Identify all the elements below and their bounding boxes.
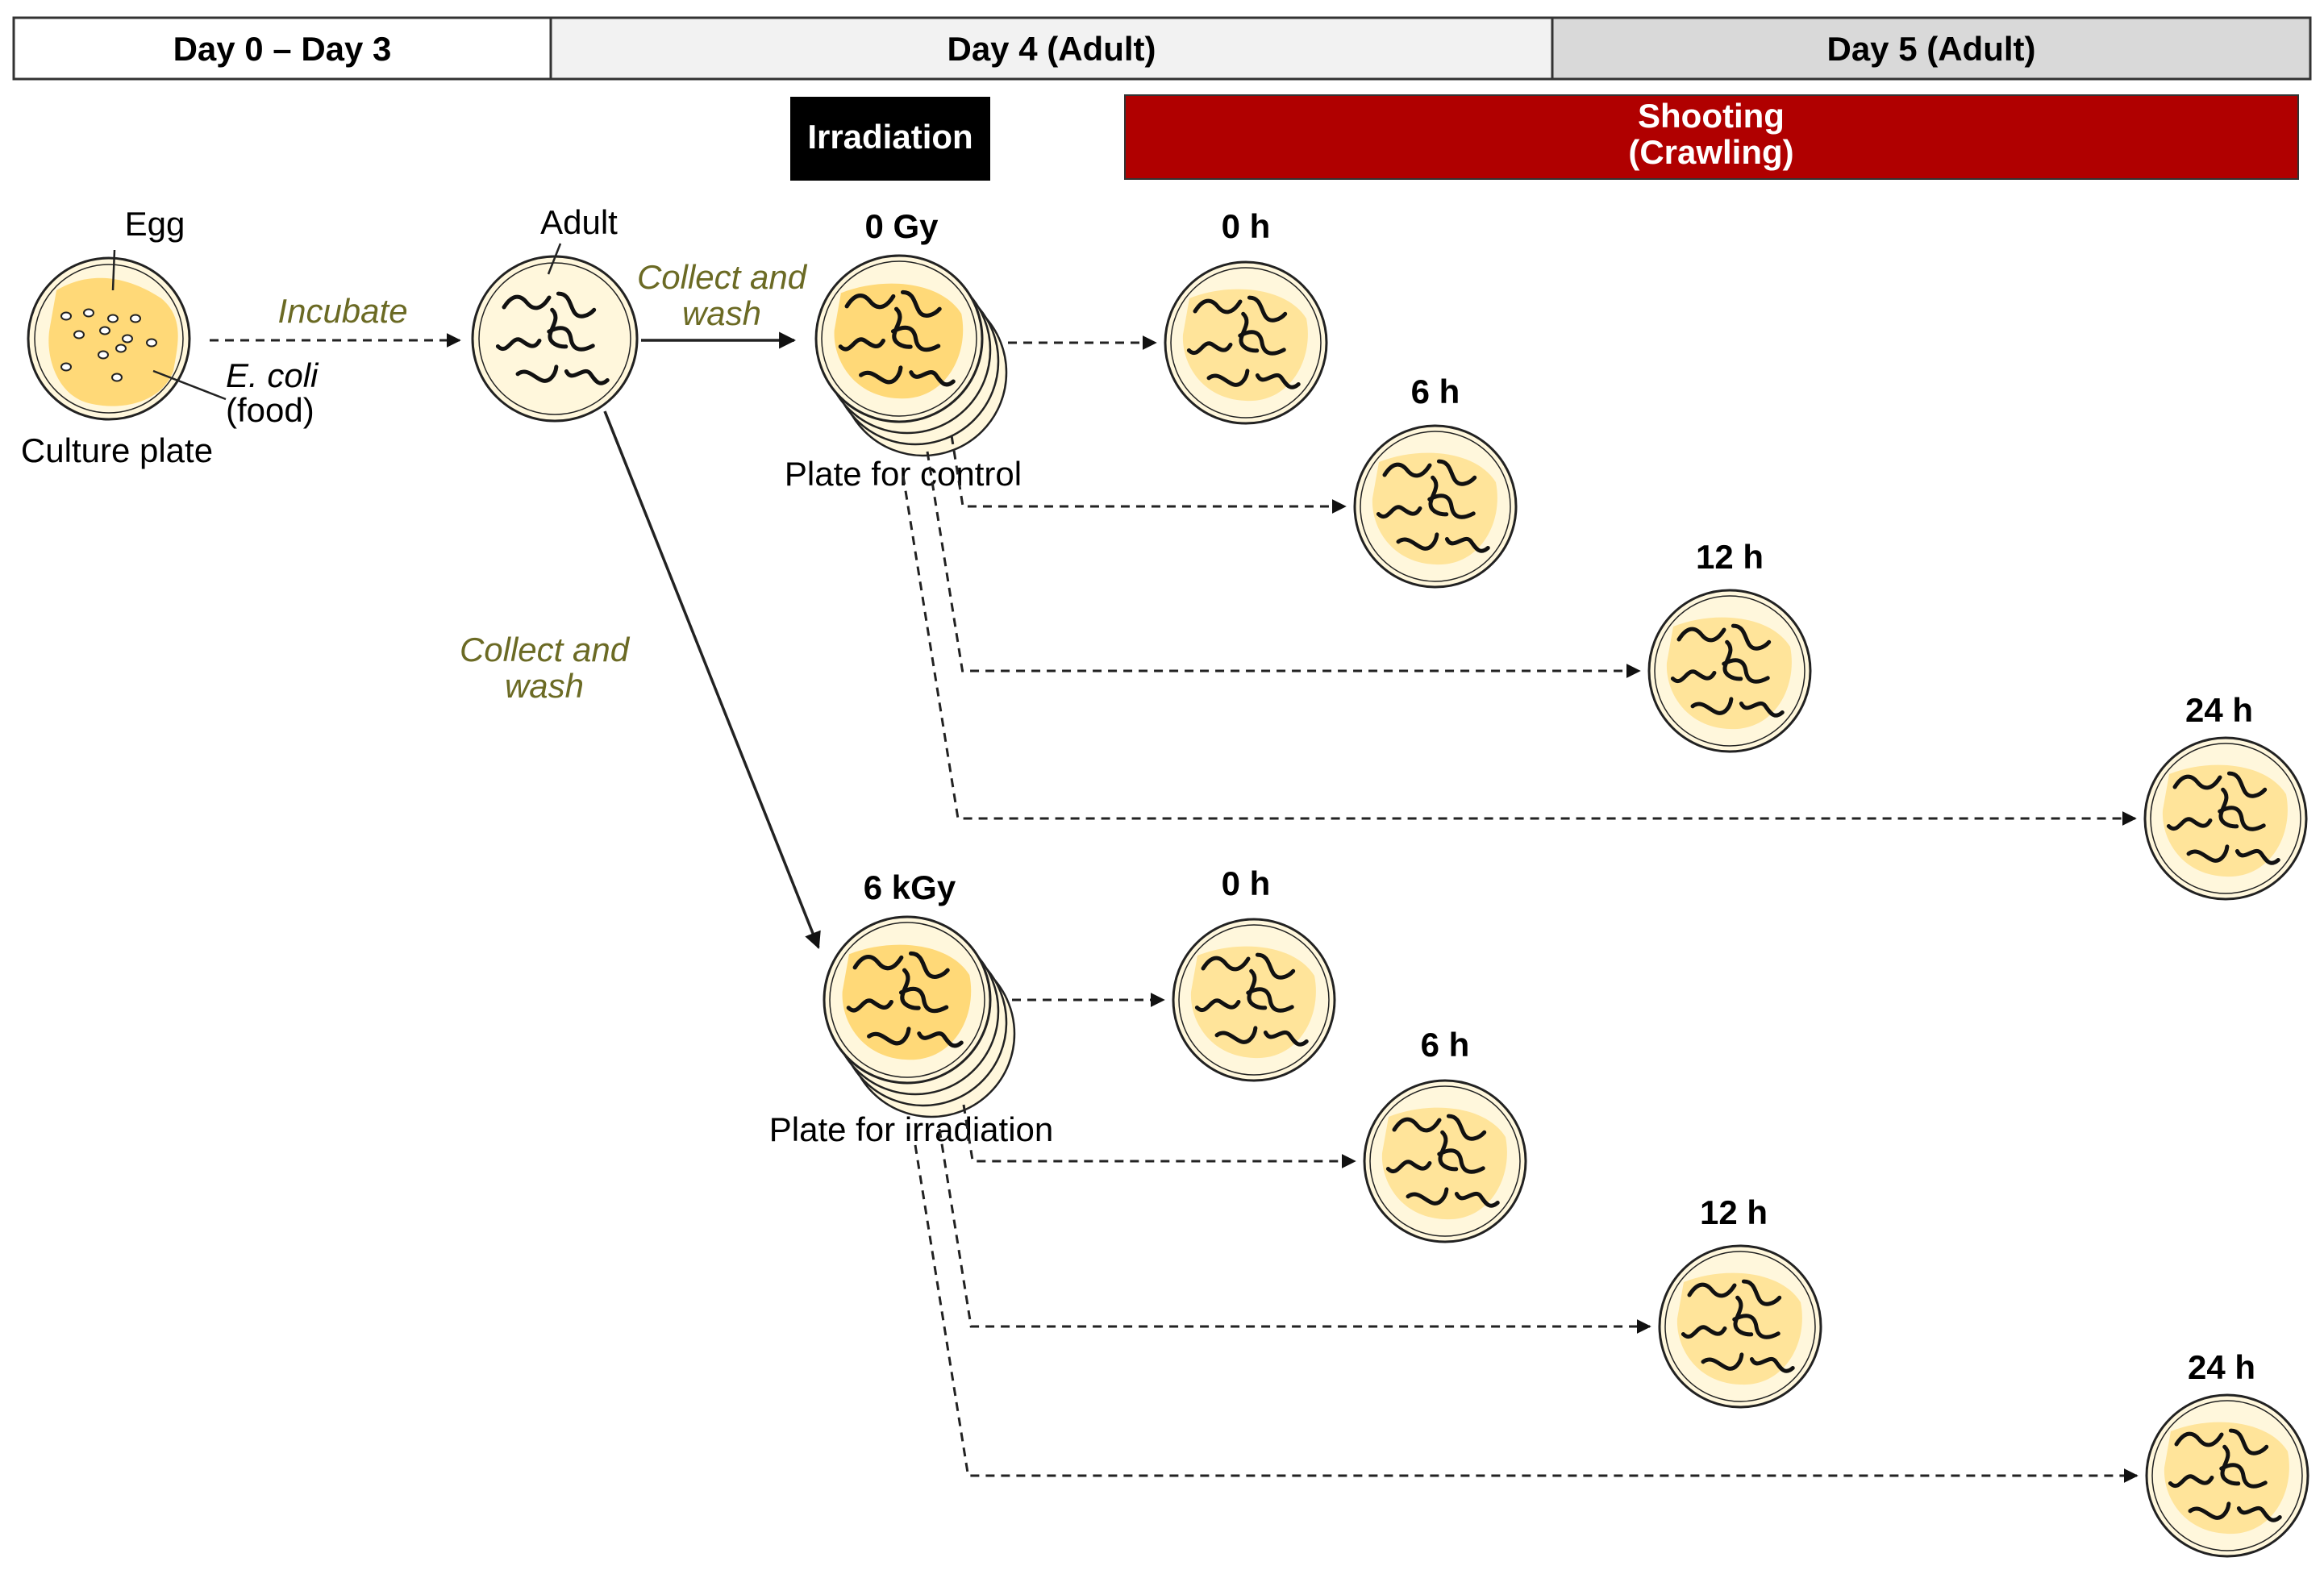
control-timepoint-plate-1 (1353, 424, 1518, 589)
control-time-label-0: 0 h (1222, 207, 1271, 245)
shooting-label: Shooting (1638, 97, 1785, 135)
irradiation-time-label-0: 0 h (1222, 864, 1271, 902)
irradiation-time-label-1: 6 h (1421, 1026, 1470, 1064)
control-time-label-1: 6 h (1411, 373, 1460, 410)
irradiation-timepoint-plate-2 (1658, 1244, 1822, 1409)
shooting-box (1124, 94, 2299, 180)
timeline-day5-label: Day 5 (Adult) (1826, 30, 2035, 68)
irradiation-time-label-3: 24 h (2188, 1348, 2255, 1386)
irradiation-timepoint-plate-1 (1363, 1079, 1527, 1243)
collect-top-label-1: Collect and (637, 258, 808, 296)
adult-plate (471, 243, 639, 423)
irradiation-label: Irradiation (807, 118, 972, 156)
control-plate-stack (814, 254, 1008, 457)
collect-mid-label-2: wash (505, 667, 584, 705)
food-label: (food) (226, 391, 314, 429)
collect-arrow-irradiation (603, 410, 821, 949)
culture-plate-label: Culture plate (21, 431, 213, 469)
control-timepoint-plate-2 (1647, 589, 1812, 753)
culture-plate (27, 249, 227, 421)
control-arrow-2 (926, 451, 1641, 678)
collect-mid-label-1: Collect and (460, 631, 631, 668)
timepoint-plates: 0 h 6 h 12 h 24 h 0 h 6 h 12 h 24 h (902, 207, 2309, 1558)
ecoli-label: E. coli (226, 356, 319, 394)
egg-label: Egg (125, 205, 185, 243)
collect-top-label-2: wash (682, 294, 761, 332)
stack-top-plate (823, 915, 992, 1085)
irradiation-dose-label: 6 kGy (864, 868, 956, 906)
control-timepoint-plate-3 (2143, 736, 2308, 901)
control-time-label-3: 24 h (2185, 691, 2253, 729)
control-arrow-3 (902, 475, 2137, 826)
timeline-day5-box (1551, 16, 2312, 81)
control-time-label-2: 12 h (1696, 538, 1764, 576)
timeline-day0-box (12, 16, 552, 81)
incubate-label: Incubate (277, 292, 407, 330)
adult-label: Adult (540, 203, 618, 241)
irradiation-arrow-2 (938, 1128, 1651, 1334)
timeline-day4-box (549, 16, 1554, 81)
irradiation-timepoint-plate-0 (1172, 918, 1336, 1082)
irradiation-box (790, 97, 990, 181)
stack-top-plate (814, 254, 984, 423)
control-plate-label: Plate for control (785, 455, 1022, 493)
irradiation-plate-label: Plate for irradiation (769, 1110, 1054, 1148)
timeline-day4-label: Day 4 (Adult) (947, 30, 1156, 68)
irradiation-plate-stack (823, 915, 1016, 1118)
crawling-label: (Crawling) (1628, 133, 1793, 171)
egg-dots (60, 308, 157, 382)
irradiation-timepoint-plate-3 (2145, 1393, 2309, 1558)
irradiation-arrow-3 (914, 1144, 2139, 1483)
irradiation-arrow-1 (962, 1104, 1356, 1168)
irradiation-time-label-2: 12 h (1700, 1193, 1768, 1231)
control-timepoint-plate-0 (1164, 260, 1328, 425)
timeline-day0-label: Day 0 – Day 3 (173, 30, 392, 68)
timeline-bar: Day 0 – Day 3 Day 4 (Adult) Day 5 (Adult… (12, 16, 2312, 81)
control-dose-label: 0 Gy (864, 207, 939, 245)
control-arrow-1 (950, 435, 1347, 514)
